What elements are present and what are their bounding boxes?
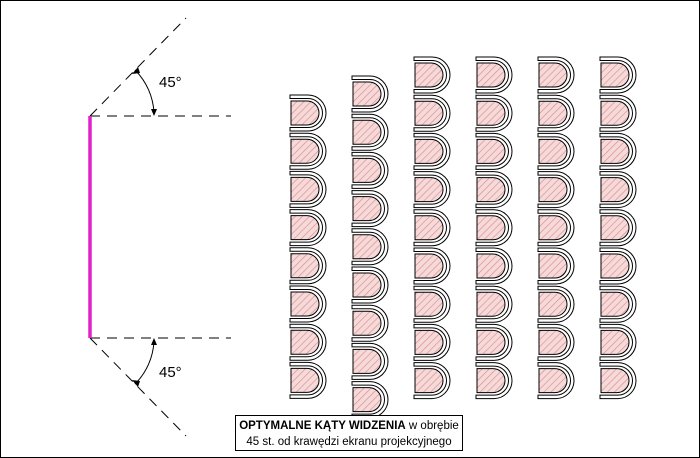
seat bbox=[475, 247, 513, 285]
seat bbox=[351, 304, 389, 342]
caption-bold-text: OPTYMALNE KĄTY WIDZENIA bbox=[239, 420, 406, 432]
top-angle-label: 45° bbox=[159, 74, 182, 91]
caption-line-1: OPTYMALNE KĄTY WIDZENIA w obrębie bbox=[236, 418, 462, 434]
top-angle-arc bbox=[134, 69, 155, 114]
seat bbox=[537, 56, 575, 94]
seat bbox=[289, 132, 327, 170]
bottom-angle-label: 45° bbox=[159, 364, 182, 381]
seat bbox=[351, 190, 389, 228]
seat bbox=[599, 247, 637, 285]
seat bbox=[537, 132, 575, 170]
bottom-angle-arc bbox=[134, 340, 155, 385]
seat bbox=[537, 209, 575, 247]
seat bbox=[351, 266, 389, 304]
seat bbox=[289, 323, 327, 361]
seat bbox=[599, 285, 637, 323]
seat bbox=[475, 171, 513, 209]
seat bbox=[351, 342, 389, 380]
seat bbox=[413, 56, 451, 94]
seat bbox=[537, 247, 575, 285]
seat bbox=[413, 132, 451, 170]
bottom-angle-arrow-lower bbox=[132, 380, 140, 387]
seat bbox=[599, 362, 637, 400]
seat bbox=[289, 209, 327, 247]
seat bbox=[289, 361, 327, 399]
seat bbox=[351, 113, 389, 151]
bottom-angle-arrow-upper bbox=[151, 338, 157, 345]
seat bbox=[351, 381, 389, 419]
caption-box: OPTYMALNE KĄTY WIDZENIA w obrębie 45 st.… bbox=[235, 415, 463, 451]
seat bbox=[599, 132, 637, 170]
seat bbox=[537, 171, 575, 209]
seat bbox=[413, 285, 451, 323]
seat bbox=[289, 94, 327, 132]
seat bbox=[475, 132, 513, 170]
seat bbox=[413, 247, 451, 285]
seat bbox=[351, 151, 389, 189]
top-angle-arrow-lower bbox=[151, 109, 157, 116]
seat bbox=[599, 94, 637, 132]
seat bbox=[475, 323, 513, 361]
seat bbox=[475, 94, 513, 132]
seat bbox=[599, 171, 637, 209]
seat bbox=[351, 228, 389, 266]
caption-rest-text: w obrębie bbox=[405, 420, 459, 432]
seat bbox=[475, 362, 513, 400]
seat bbox=[475, 285, 513, 323]
seat bbox=[351, 75, 389, 113]
top-angle-arrow-upper bbox=[132, 67, 140, 74]
seat bbox=[599, 209, 637, 247]
seat bbox=[413, 323, 451, 361]
seat bbox=[289, 170, 327, 208]
seat bbox=[475, 56, 513, 94]
seat bbox=[475, 209, 513, 247]
seat bbox=[413, 362, 451, 400]
seat bbox=[599, 323, 637, 361]
seat bbox=[413, 209, 451, 247]
seat bbox=[537, 94, 575, 132]
seat bbox=[413, 171, 451, 209]
seat bbox=[289, 285, 327, 323]
seat bbox=[599, 56, 637, 94]
seat bbox=[537, 323, 575, 361]
seat bbox=[413, 94, 451, 132]
seat bbox=[289, 247, 327, 285]
seat bbox=[537, 362, 575, 400]
seat bbox=[537, 285, 575, 323]
caption-line-2: 45 st. od krawędzi ekranu projekcyjnego bbox=[246, 436, 452, 448]
seating-area bbox=[289, 56, 637, 419]
